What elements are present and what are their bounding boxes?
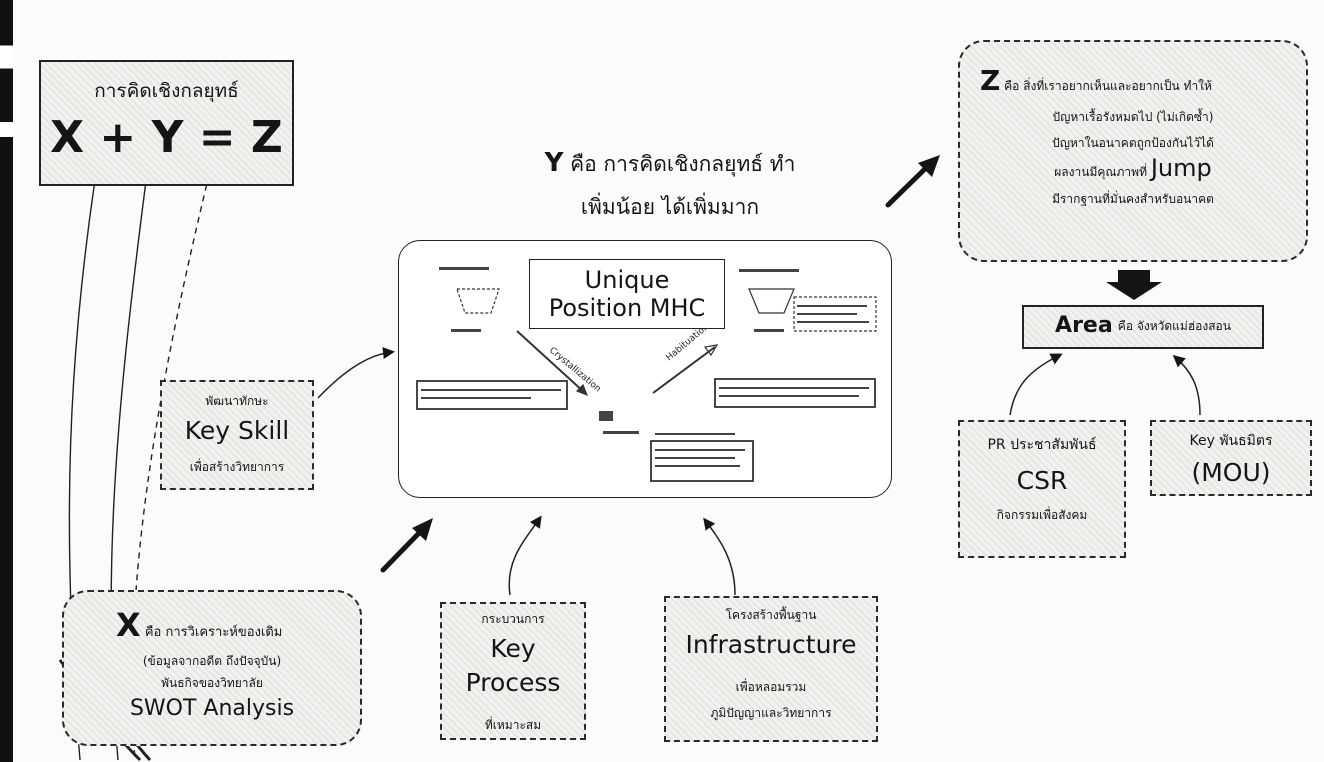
left-scan-strip <box>0 0 13 762</box>
left-diagonal <box>516 330 586 394</box>
z-letter: Z <box>980 64 1001 97</box>
x-line4: SWOT Analysis <box>129 696 295 721</box>
mou-line2: (MOU) <box>1191 458 1271 487</box>
mou-connector <box>1172 355 1201 416</box>
formula-text: X + Y = Z <box>50 112 283 163</box>
skill-connector <box>317 347 395 399</box>
area-box: Area คือ จังหวัดแม่ฮ่องสอน <box>1022 305 1264 349</box>
x-line3: พันธกิจของวิทยาลัย <box>161 676 263 690</box>
process-line1: กระบวนการ <box>481 612 545 626</box>
left-diagonal-head <box>575 383 589 397</box>
infra-line4: ภูมิปัญญาและวิทยาการ <box>710 706 832 720</box>
crystallization-label: Crystallization <box>547 346 602 395</box>
left-note-box <box>416 380 568 410</box>
right-diagonal <box>652 346 716 394</box>
process-connector <box>508 515 542 596</box>
pr-connector <box>1009 353 1063 416</box>
infra-connector <box>703 517 736 596</box>
key-mou-box: Key พันธมิตร (MOU) <box>1150 420 1312 496</box>
pr-line2: CSR <box>1016 466 1068 495</box>
z-line1: คือ สิ่งที่เราอยากเห็นและอยากเป็น ทำให้ <box>1004 79 1212 93</box>
infra-line2: Infrastructure <box>685 630 857 659</box>
arrow-z-head <box>918 155 940 177</box>
mou-line1: Key พันธมิตร <box>1189 433 1273 449</box>
unique-position-box: Unique Position MHC <box>529 259 725 329</box>
right-note-box <box>714 378 876 408</box>
z-line4-prefix: ผลงานมีคุณภาพที่ <box>1054 165 1147 179</box>
title-box: การคิดเชิงกลยุทธ์ X + Y = Z <box>39 60 294 186</box>
center-panel: Crystallization Habituation Unique Posit… <box>398 240 892 498</box>
key-process-box: กระบวนการ Key Process ที่เหมาะสม <box>440 602 586 740</box>
process-line4: ที่เหมาะสม <box>484 718 542 732</box>
right-bowl <box>748 288 795 314</box>
process-line2: Key <box>490 634 536 663</box>
z-line2: ปัญหาเรื้อรังหมดไป (ไม่เกิดซ้ำ) <box>1052 110 1214 124</box>
unique-line1: Unique <box>584 266 670 294</box>
z-line5: มีรากฐานที่มั่นคงสำหรับอนาคต <box>1052 192 1214 206</box>
bottom-note-box <box>650 440 754 482</box>
pr-line1: PR ประชาสัมพันธ์ <box>987 437 1097 453</box>
x-line2: (ข้อมูลจากอดีต ถึงปัจจุบัน) <box>142 654 282 668</box>
z-line3: ปัญหาในอนาคตถูกป้องกันไว้ได้ <box>1052 136 1214 150</box>
y-heading-line1: คือ การคิดเชิงกลยุทธ์ ทำ <box>570 152 796 176</box>
pr-line3: กิจกรรมเพื่อสังคม <box>996 508 1088 522</box>
x-box: X คือ การวิเคราะห์ของเดิม (ข้อมูลจากอดีต… <box>62 590 362 746</box>
unique-line2: Position MHC <box>548 294 706 322</box>
area-rest: คือ จังหวัดแม่ฮ่องสอน <box>1117 319 1231 333</box>
arrow-z-to-area <box>1106 270 1162 300</box>
center-panel-sketch: Crystallization Habituation <box>416 267 877 482</box>
process-line3: Process <box>465 668 561 697</box>
y-heading-line2: เพิ่มน้อย ได้เพิ่มมาก <box>580 195 760 219</box>
title-line: การคิดเชิงกลยุทธ์ <box>94 80 239 102</box>
arrow-x-head <box>412 518 433 541</box>
z-jump-word: Jump <box>1150 154 1212 182</box>
pr-box: PR ประชาสัมพันธ์ CSR กิจกรรมเพื่อสังคม <box>958 420 1126 558</box>
skill-line1: พัฒนาทักษะ <box>205 394 269 408</box>
arrow-center-to-z <box>885 163 931 208</box>
right-diagonal-head <box>703 344 719 357</box>
infra-line3: เพื่อหลอมรวม <box>735 680 807 694</box>
y-letter: Y <box>544 148 564 178</box>
key-skill-box: พัฒนาทักษะ Key Skill เพื่อสร้างวิทยาการ <box>160 380 314 490</box>
area-word: Area <box>1055 313 1113 338</box>
y-heading: Y คือ การคิดเชิงกลยุทธ์ ทำ เพิ่มน้อย ได้… <box>510 148 830 224</box>
arrow-x-to-center <box>380 527 425 573</box>
x-letter: X <box>116 606 141 644</box>
skill-line3: เพื่อสร้างวิทยาการ <box>189 460 285 474</box>
skill-line2: Key Skill <box>184 416 290 445</box>
z-box: Z คือ สิ่งที่เราอยากเห็นและอยากเป็น ทำให… <box>958 40 1308 262</box>
right-legend-box <box>793 296 877 332</box>
left-bowl <box>456 288 500 314</box>
infra-line1: โครงสร้างพื้นฐาน <box>725 608 817 622</box>
x-line1: คือ การวิเคราะห์ของเดิม <box>144 625 283 640</box>
infrastructure-box: โครงสร้างพื้นฐาน Infrastructure เพื่อหลอ… <box>664 596 878 742</box>
